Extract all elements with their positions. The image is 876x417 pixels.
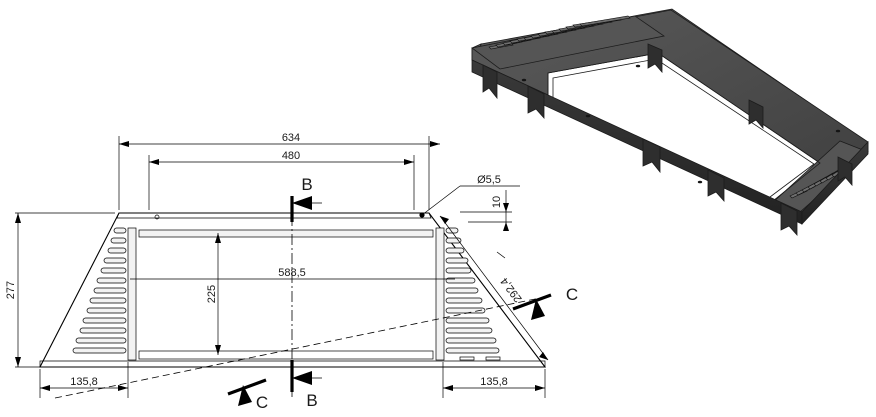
dim-inner-width: 480 xyxy=(282,150,300,162)
iso-hole xyxy=(635,64,641,68)
top-hole xyxy=(154,214,160,220)
inner-top-bar xyxy=(138,229,434,238)
iso-frame-body xyxy=(471,8,869,237)
right-rib xyxy=(435,227,445,361)
iso-hole xyxy=(835,129,841,133)
dim-center-width: 588,5 xyxy=(278,267,306,279)
section-mark-b-bottom: B xyxy=(306,391,317,410)
iso-left-louvers xyxy=(488,15,631,50)
section-mark-b-top: B xyxy=(301,175,312,194)
dim-left-offset: 135,8 xyxy=(70,376,98,388)
dim-overall-height: 277 xyxy=(5,281,17,299)
dim-edge-thickness: 10 xyxy=(491,196,503,208)
dimension-text-layer: 634 480 277 225 588,5 135,8 135,8 Ø5,5 1… xyxy=(5,132,578,412)
section-mark-c-right: C xyxy=(566,285,578,304)
front-trapezoid-view xyxy=(39,196,547,400)
dim-slant-length: 292,4 xyxy=(499,275,525,304)
dimension-layer xyxy=(15,136,552,406)
inner-bottom-bar xyxy=(138,350,434,360)
right-louver-group xyxy=(445,227,500,354)
iso-hole xyxy=(697,180,703,184)
dim-overall-width: 634 xyxy=(282,132,300,144)
iso-hole xyxy=(585,114,591,118)
section-line-cc xyxy=(54,296,546,399)
section-mark-c-bottom: C xyxy=(256,393,268,412)
left-louver-group xyxy=(72,227,127,354)
iso-hole xyxy=(521,78,527,82)
dim-hole-diameter: Ø5,5 xyxy=(477,174,501,186)
dim-inner-height: 225 xyxy=(206,285,218,303)
left-rib xyxy=(127,227,137,361)
dim-right-offset: 135,8 xyxy=(480,376,508,388)
